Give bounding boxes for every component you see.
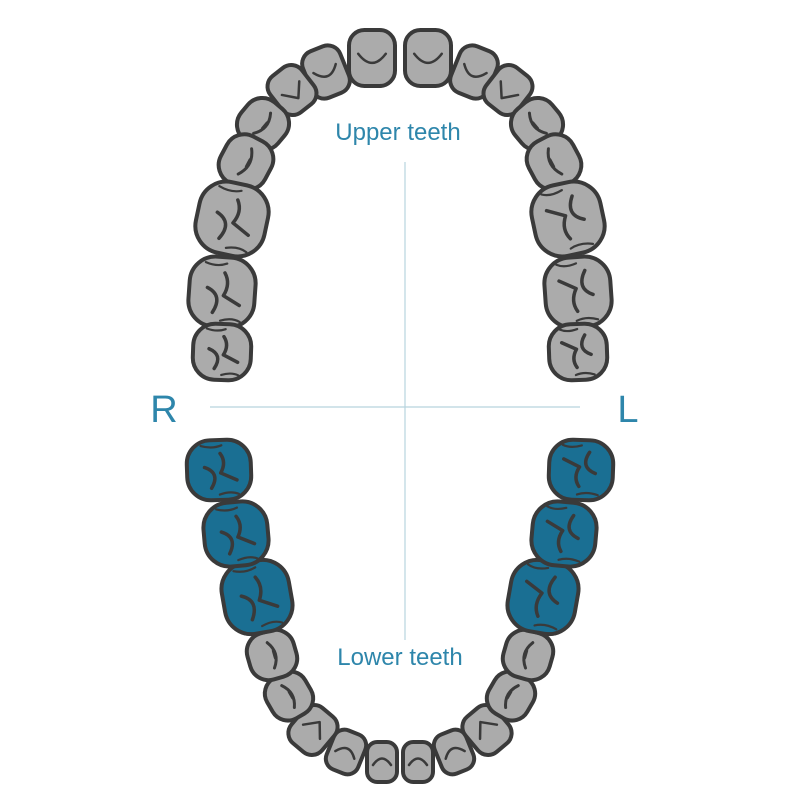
- tooth-crown: [548, 439, 614, 501]
- upper-tooth-central-incisor-right: [349, 30, 395, 86]
- tooth-fissure: [525, 651, 527, 658]
- upper-tooth-third-molar-left: [548, 323, 608, 381]
- tooth-crown: [548, 323, 608, 381]
- lower-tooth-third-molar-left: [548, 439, 614, 501]
- upper-teeth-label: Upper teeth: [335, 119, 460, 146]
- tooth-crown: [526, 177, 609, 262]
- upper-tooth-second-molar-right: [187, 255, 258, 329]
- tooth-crown: [405, 30, 451, 86]
- upper-tooth-central-incisor-left: [405, 30, 451, 86]
- tooth-crown: [403, 742, 433, 782]
- lower-tooth-second-molar-left: [529, 499, 598, 568]
- lower-tooth-third-molar-right: [186, 439, 252, 501]
- upper-tooth-first-molar-right: [190, 177, 273, 262]
- tooth-crown: [187, 255, 258, 329]
- lower-tooth-second-molar-right: [201, 499, 270, 568]
- upper-tooth-first-molar-left: [526, 177, 609, 262]
- lower-tooth-central-incisor-left: [403, 742, 433, 782]
- upper-arch: [187, 30, 614, 381]
- tooth-crown: [349, 30, 395, 86]
- upper-tooth-second-molar-left: [543, 255, 614, 329]
- lower-arch: [186, 439, 614, 782]
- tooth-crown: [186, 439, 252, 501]
- upper-tooth-third-molar-right: [192, 323, 252, 381]
- tooth-crown: [543, 255, 614, 329]
- right-side-label: R: [150, 389, 177, 431]
- tooth-crown: [201, 499, 270, 568]
- tooth-crown: [367, 742, 397, 782]
- tooth-crown: [192, 323, 252, 381]
- tooth-fissure: [273, 651, 275, 658]
- lower-tooth-central-incisor-right: [367, 742, 397, 782]
- left-side-label: L: [617, 389, 638, 431]
- lower-teeth-label: Lower teeth: [337, 644, 462, 671]
- tooth-crown: [190, 177, 273, 262]
